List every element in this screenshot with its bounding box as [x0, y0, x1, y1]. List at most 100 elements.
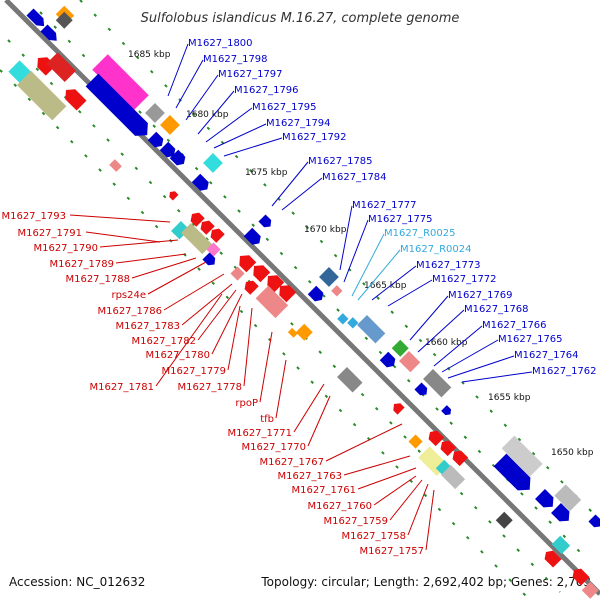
- gene-arrow: [210, 228, 225, 243]
- gene-label: M1627_1769: [448, 290, 513, 301]
- gene-label: M1627_1760: [307, 501, 372, 512]
- gene-label: M1627_1765: [498, 334, 563, 345]
- gene-label: M1627_1795: [252, 102, 317, 113]
- gene-arrow: [85, 73, 148, 136]
- upper-leader-lines: [167, 43, 533, 383]
- gene-label: M1627_1779: [161, 366, 226, 377]
- gene-block: [331, 285, 343, 297]
- leader-line: [409, 295, 449, 341]
- gene-block: [551, 535, 571, 555]
- leader-line: [185, 74, 219, 121]
- gene-label: M1627_1772: [432, 274, 497, 285]
- gene-arrow: [258, 214, 272, 228]
- gene-label: M1627_1761: [291, 485, 356, 496]
- gene-label: M1627_1764: [514, 350, 579, 361]
- leader-line: [197, 90, 235, 135]
- gene-label: M1627_1780: [145, 350, 210, 361]
- map-title: Sulfolobus islandicus M.16.27, complete …: [141, 11, 460, 26]
- leader-line: [155, 293, 223, 387]
- gene-arrow: [493, 453, 531, 491]
- gene-arrow: [267, 275, 285, 293]
- gene-block: [337, 367, 363, 393]
- gene-label: rps24e: [111, 290, 146, 301]
- leader-line: [407, 483, 429, 536]
- lower-leader-lines: [69, 214, 435, 551]
- leader-line: [175, 59, 204, 109]
- leader-line: [433, 325, 483, 367]
- leader-line: [447, 355, 515, 379]
- gene-label: M1627_1759: [323, 516, 388, 527]
- gene-block: [181, 223, 213, 255]
- leader-line: [115, 253, 187, 264]
- gene-arrow: [452, 450, 469, 467]
- gene-label: M1627_1786: [97, 306, 162, 317]
- gene-label: M1627_1770: [241, 442, 306, 453]
- gene-arrow: [441, 405, 452, 416]
- gene-block: [357, 315, 386, 344]
- gene-label: M1627_1798: [203, 54, 268, 65]
- leader-line: [351, 233, 385, 297]
- accession-label: Accession: NC_012632: [9, 575, 145, 589]
- gene-block: [347, 317, 359, 329]
- gene-block: [171, 221, 190, 240]
- kbp-label: 1685 kbp: [128, 50, 171, 60]
- leader-line: [293, 383, 325, 433]
- gene-arrow: [169, 191, 179, 201]
- kbp-label: 1665 kbp: [364, 281, 407, 291]
- gene-block: [92, 54, 149, 111]
- leader-line: [357, 249, 401, 301]
- gene-block: [255, 285, 289, 319]
- gene-block: [337, 313, 349, 325]
- leader-line: [211, 293, 243, 355]
- gene-arrow: [307, 285, 324, 302]
- gene-label: M1627_1771: [227, 428, 292, 439]
- gene-label: M1627_1789: [49, 259, 114, 270]
- tick-row-outer-upper: [79, 0, 600, 521]
- gene-label: M1627_1791: [17, 228, 82, 239]
- leader-line: [371, 265, 417, 301]
- leader-line: [259, 331, 273, 403]
- gene-label: M1627_1794: [266, 118, 331, 129]
- gene-label: M1627_1758: [341, 531, 406, 542]
- leader-line: [243, 307, 253, 387]
- leader-line: [307, 395, 331, 447]
- gene-block: [495, 511, 513, 529]
- leader-line: [461, 371, 533, 383]
- gene-label: M1627_R0025: [384, 228, 455, 239]
- gene-label: M1627_1773: [416, 260, 481, 271]
- gene-block: [160, 115, 180, 135]
- gene-block: [145, 103, 165, 123]
- gene-label: M1627_1784: [322, 172, 387, 183]
- gene-label: tfb: [260, 414, 274, 425]
- leader-line: [197, 289, 237, 341]
- lower-gene-labels: M1627_1793 M1627_1791 M1627_1790 M1627_1…: [1, 211, 424, 557]
- gene-block: [203, 153, 223, 173]
- gene-label: M1627_1788: [65, 274, 130, 285]
- gene-arrow: [147, 131, 164, 148]
- gene-arrow: [40, 24, 57, 41]
- gene-arrow: [440, 440, 457, 457]
- kbp-label: 1650 kbp: [551, 448, 594, 458]
- leader-line: [389, 479, 423, 521]
- gene-arrow: [253, 265, 271, 283]
- gene-label: M1627_1800: [188, 38, 253, 49]
- gene-label: M1627_1775: [368, 214, 433, 225]
- gene-arrow: [428, 430, 445, 447]
- leader-line: [85, 231, 161, 243]
- gene-arrow: [190, 212, 205, 227]
- leader-line: [339, 205, 353, 271]
- gene-label: M1627_1757: [359, 546, 424, 557]
- leader-line: [387, 279, 433, 307]
- gene-label: M1627_1778: [177, 382, 242, 393]
- gene-label: M1627_1777: [352, 200, 417, 211]
- leader-line: [275, 359, 287, 419]
- leader-line: [167, 43, 189, 97]
- gene-label: M1627_1782: [131, 336, 196, 347]
- gene-label: M1627_1796: [234, 85, 299, 96]
- leader-line: [213, 123, 267, 149]
- gene-block: [554, 484, 582, 512]
- gene-arrow: [551, 503, 570, 522]
- gene-block: [109, 159, 122, 172]
